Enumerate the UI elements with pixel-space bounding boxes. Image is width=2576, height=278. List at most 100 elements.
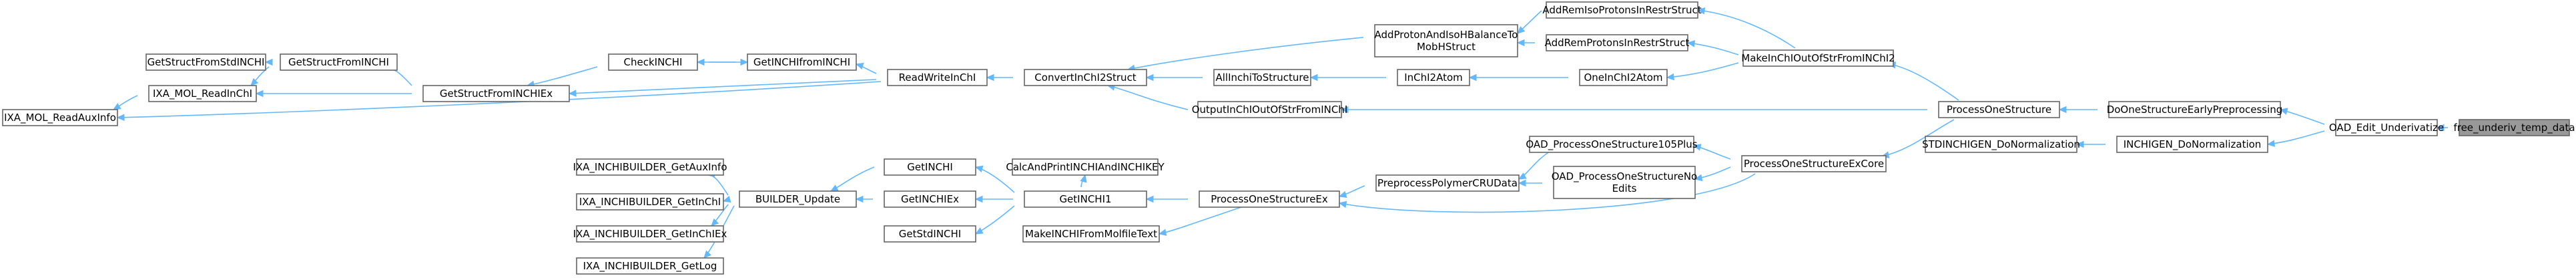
node-IXA_INCHIBUILDER_GetInChI[interactable]: IXA_INCHIBUILDER_GetInChI bbox=[576, 193, 724, 211]
edge-OAD_ProcessOneStructureNoEdits-to-ProcessOneStructureExCore bbox=[1694, 166, 1731, 182]
node-box[interactable] bbox=[884, 190, 976, 208]
node-box[interactable] bbox=[576, 257, 724, 275]
edge-arrowhead bbox=[1080, 174, 1087, 183]
node-INCHIGEN_DoNormalization[interactable]: INCHIGEN_DoNormalization bbox=[2116, 136, 2268, 153]
node-IXA_MOL_ReadInChI[interactable]: IXA_MOL_ReadInChI bbox=[148, 85, 257, 102]
node-box[interactable] bbox=[2108, 101, 2281, 118]
edge-IXA_MOL_ReadInChI-to-GetStructFromINCHI bbox=[250, 66, 270, 86]
node-ProcessOneStructure[interactable]: ProcessOneStructure bbox=[1938, 101, 2060, 118]
node-box[interactable] bbox=[1546, 1, 1698, 19]
node-free_underiv_temp_data[interactable]: free_underiv_temp_data bbox=[2453, 119, 2575, 136]
edge-arrowhead bbox=[1309, 74, 1318, 82]
node-box[interactable] bbox=[747, 53, 857, 71]
node-label: AddProtonAndIsoHBalanceTo bbox=[1374, 29, 1518, 41]
node-GetINCHI[interactable]: GetINCHI bbox=[884, 158, 976, 176]
node-box[interactable] bbox=[1197, 101, 1342, 118]
node-AllInchiToStructure[interactable]: AllInchiToStructure bbox=[1213, 69, 1311, 86]
node-box[interactable] bbox=[1741, 155, 1887, 172]
node-box[interactable] bbox=[1024, 69, 1147, 86]
node-ProcessOneStructureExCore[interactable]: ProcessOneStructureExCore bbox=[1741, 155, 1887, 172]
node-box[interactable] bbox=[1579, 69, 1668, 86]
node-label: OAD_ProcessOneStructure105Plus bbox=[1526, 138, 1697, 151]
node-box[interactable] bbox=[608, 53, 698, 71]
node-box[interactable] bbox=[1397, 69, 1470, 86]
node-OAD_ProcessOneStructure105Plus[interactable]: OAD_ProcessOneStructure105Plus bbox=[1526, 136, 1698, 153]
node-CalcAndPrintINCHIAndINCHIKEY[interactable]: CalcAndPrintINCHIAndINCHIKEY bbox=[1006, 158, 1165, 176]
node-label: INCHIGEN_DoNormalization bbox=[2124, 138, 2262, 151]
edge-line bbox=[975, 205, 1015, 235]
node-box[interactable] bbox=[1529, 136, 1694, 153]
node-box[interactable] bbox=[1375, 174, 1520, 192]
edge-ConvertInChI2Struct-to-AddProtonAndIsoHBalanceToMobHStruct bbox=[1126, 37, 1364, 72]
edge-line bbox=[117, 81, 882, 118]
node-IXA_MOL_ReadAuxInfo[interactable]: IXA_MOL_ReadAuxInfo bbox=[2, 109, 118, 126]
edge-arrowhead bbox=[1338, 200, 1347, 208]
node-InChI2Atom[interactable]: InChI2Atom bbox=[1397, 69, 1470, 86]
node-box[interactable] bbox=[576, 225, 724, 243]
node-GetINCHI1[interactable]: GetINCHI1 bbox=[1024, 190, 1147, 208]
node-label: InChI2Atom bbox=[1404, 72, 1463, 84]
node-MakeInChIOutOfStrFromINChI2[interactable]: MakeInChIOutOfStrFromINChI2 bbox=[1741, 49, 1895, 67]
node-DoOneStructureEarlyPreprocessing[interactable]: DoOneStructureEarlyPreprocessing bbox=[2107, 101, 2283, 118]
node-ConvertInChI2Struct[interactable]: ConvertInChI2Struct bbox=[1024, 69, 1147, 86]
node-box[interactable] bbox=[1199, 190, 1340, 208]
node-label: GetStructFromINCHI bbox=[288, 56, 389, 68]
node-label: GetINCHI1 bbox=[1059, 193, 1111, 205]
node-GetINCHIEx[interactable]: GetINCHIEx bbox=[884, 190, 976, 208]
node-box[interactable] bbox=[2, 109, 118, 126]
edge-ReadWriteInChI-to-ConvertInChI2Struct bbox=[986, 74, 1013, 82]
node-box[interactable] bbox=[1938, 101, 2060, 118]
node-GetStructFromINCHIEx[interactable]: GetStructFromINCHIEx bbox=[422, 85, 570, 102]
node-IXA_INCHIBUILDER_GetLog[interactable]: IXA_INCHIBUILDER_GetLog bbox=[576, 257, 724, 275]
node-box[interactable] bbox=[884, 158, 976, 176]
node-box[interactable] bbox=[576, 193, 724, 211]
edge-line bbox=[527, 66, 598, 86]
node-label: GetStdINCHI bbox=[899, 228, 961, 240]
node-box[interactable] bbox=[145, 53, 266, 71]
node-OutputInChIOutOfStrFromINChI[interactable]: OutputInChIOutOfStrFromINChI bbox=[1192, 101, 1348, 118]
node-box[interactable] bbox=[1213, 69, 1311, 86]
node-AddRemProtonsInRestrStruct[interactable]: AddRemProtonsInRestrStruct bbox=[1545, 34, 1690, 51]
node-box[interactable] bbox=[1546, 34, 1688, 51]
node-box[interactable] bbox=[1925, 136, 2077, 153]
node-box[interactable] bbox=[884, 225, 976, 243]
node-IXA_INCHIBUILDER_GetInChIEx[interactable]: IXA_INCHIBUILDER_GetInChIEx bbox=[573, 225, 727, 243]
node-GetINCHIfromINCHI[interactable]: GetINCHIfromINCHI bbox=[747, 53, 857, 71]
node-box[interactable] bbox=[2459, 119, 2570, 136]
node-box[interactable] bbox=[1374, 24, 1518, 57]
node-MakeINCHIFromMolfileText[interactable]: MakeINCHIFromMolfileText bbox=[1022, 225, 1160, 243]
node-box[interactable] bbox=[1553, 166, 1696, 199]
node-GetStructFromStdINCHI[interactable]: GetStructFromStdINCHI bbox=[145, 53, 266, 71]
node-GetStdINCHI[interactable]: GetStdINCHI bbox=[884, 225, 976, 243]
node-box[interactable] bbox=[2116, 136, 2268, 153]
node-box[interactable] bbox=[739, 190, 857, 208]
node-box[interactable] bbox=[1742, 49, 1894, 67]
edge-OneInChI2Atom-to-MakeInChIOutOfStrFromINChI2 bbox=[1666, 62, 1739, 81]
node-box[interactable] bbox=[1024, 190, 1147, 208]
node-AddRemIsoProtonsInRestrStruct[interactable]: AddRemIsoProtonsInRestrStruct bbox=[1542, 1, 1702, 19]
node-box[interactable] bbox=[887, 69, 988, 86]
edge-AddRemProtonsInRestrStruct-to-MakeInChIOutOfStrFromINChI2 bbox=[1686, 40, 1739, 55]
node-GetStructFromINCHI[interactable]: GetStructFromINCHI bbox=[280, 53, 398, 71]
node-OAD_Edit_Underivatize[interactable]: OAD_Edit_Underivatize bbox=[2329, 119, 2444, 136]
node-box[interactable] bbox=[1022, 225, 1160, 243]
node-box[interactable] bbox=[148, 85, 257, 102]
node-box[interactable] bbox=[422, 85, 570, 102]
node-PreprocessPolymerCRUData[interactable]: PreprocessPolymerCRUData bbox=[1375, 174, 1520, 192]
node-ReadWriteInChI[interactable]: ReadWriteInChI bbox=[887, 69, 988, 86]
node-IXA_INCHIBUILDER_GetAuxInfo[interactable]: IXA_INCHIBUILDER_GetAuxInfo bbox=[573, 158, 727, 176]
node-box[interactable] bbox=[1012, 158, 1159, 176]
node-ProcessOneStructureEx[interactable]: ProcessOneStructureEx bbox=[1199, 190, 1340, 208]
edge-arrowhead bbox=[696, 58, 705, 66]
node-OneInChI2Atom[interactable]: OneInChI2Atom bbox=[1579, 69, 1668, 86]
node-box[interactable] bbox=[280, 53, 398, 71]
node-box[interactable] bbox=[576, 158, 724, 176]
node-box[interactable] bbox=[2335, 119, 2438, 136]
node-STDINCHIGEN_DoNormalization[interactable]: STDINCHIGEN_DoNormalization bbox=[1922, 136, 2080, 153]
node-CheckINCHI[interactable]: CheckINCHI bbox=[608, 53, 698, 71]
node-label: CalcAndPrintINCHIAndINCHIKEY bbox=[1006, 161, 1165, 173]
node-label: IXA_MOL_ReadInChI bbox=[153, 88, 252, 100]
node-BUILDER_Update[interactable]: BUILDER_Update bbox=[739, 190, 857, 208]
